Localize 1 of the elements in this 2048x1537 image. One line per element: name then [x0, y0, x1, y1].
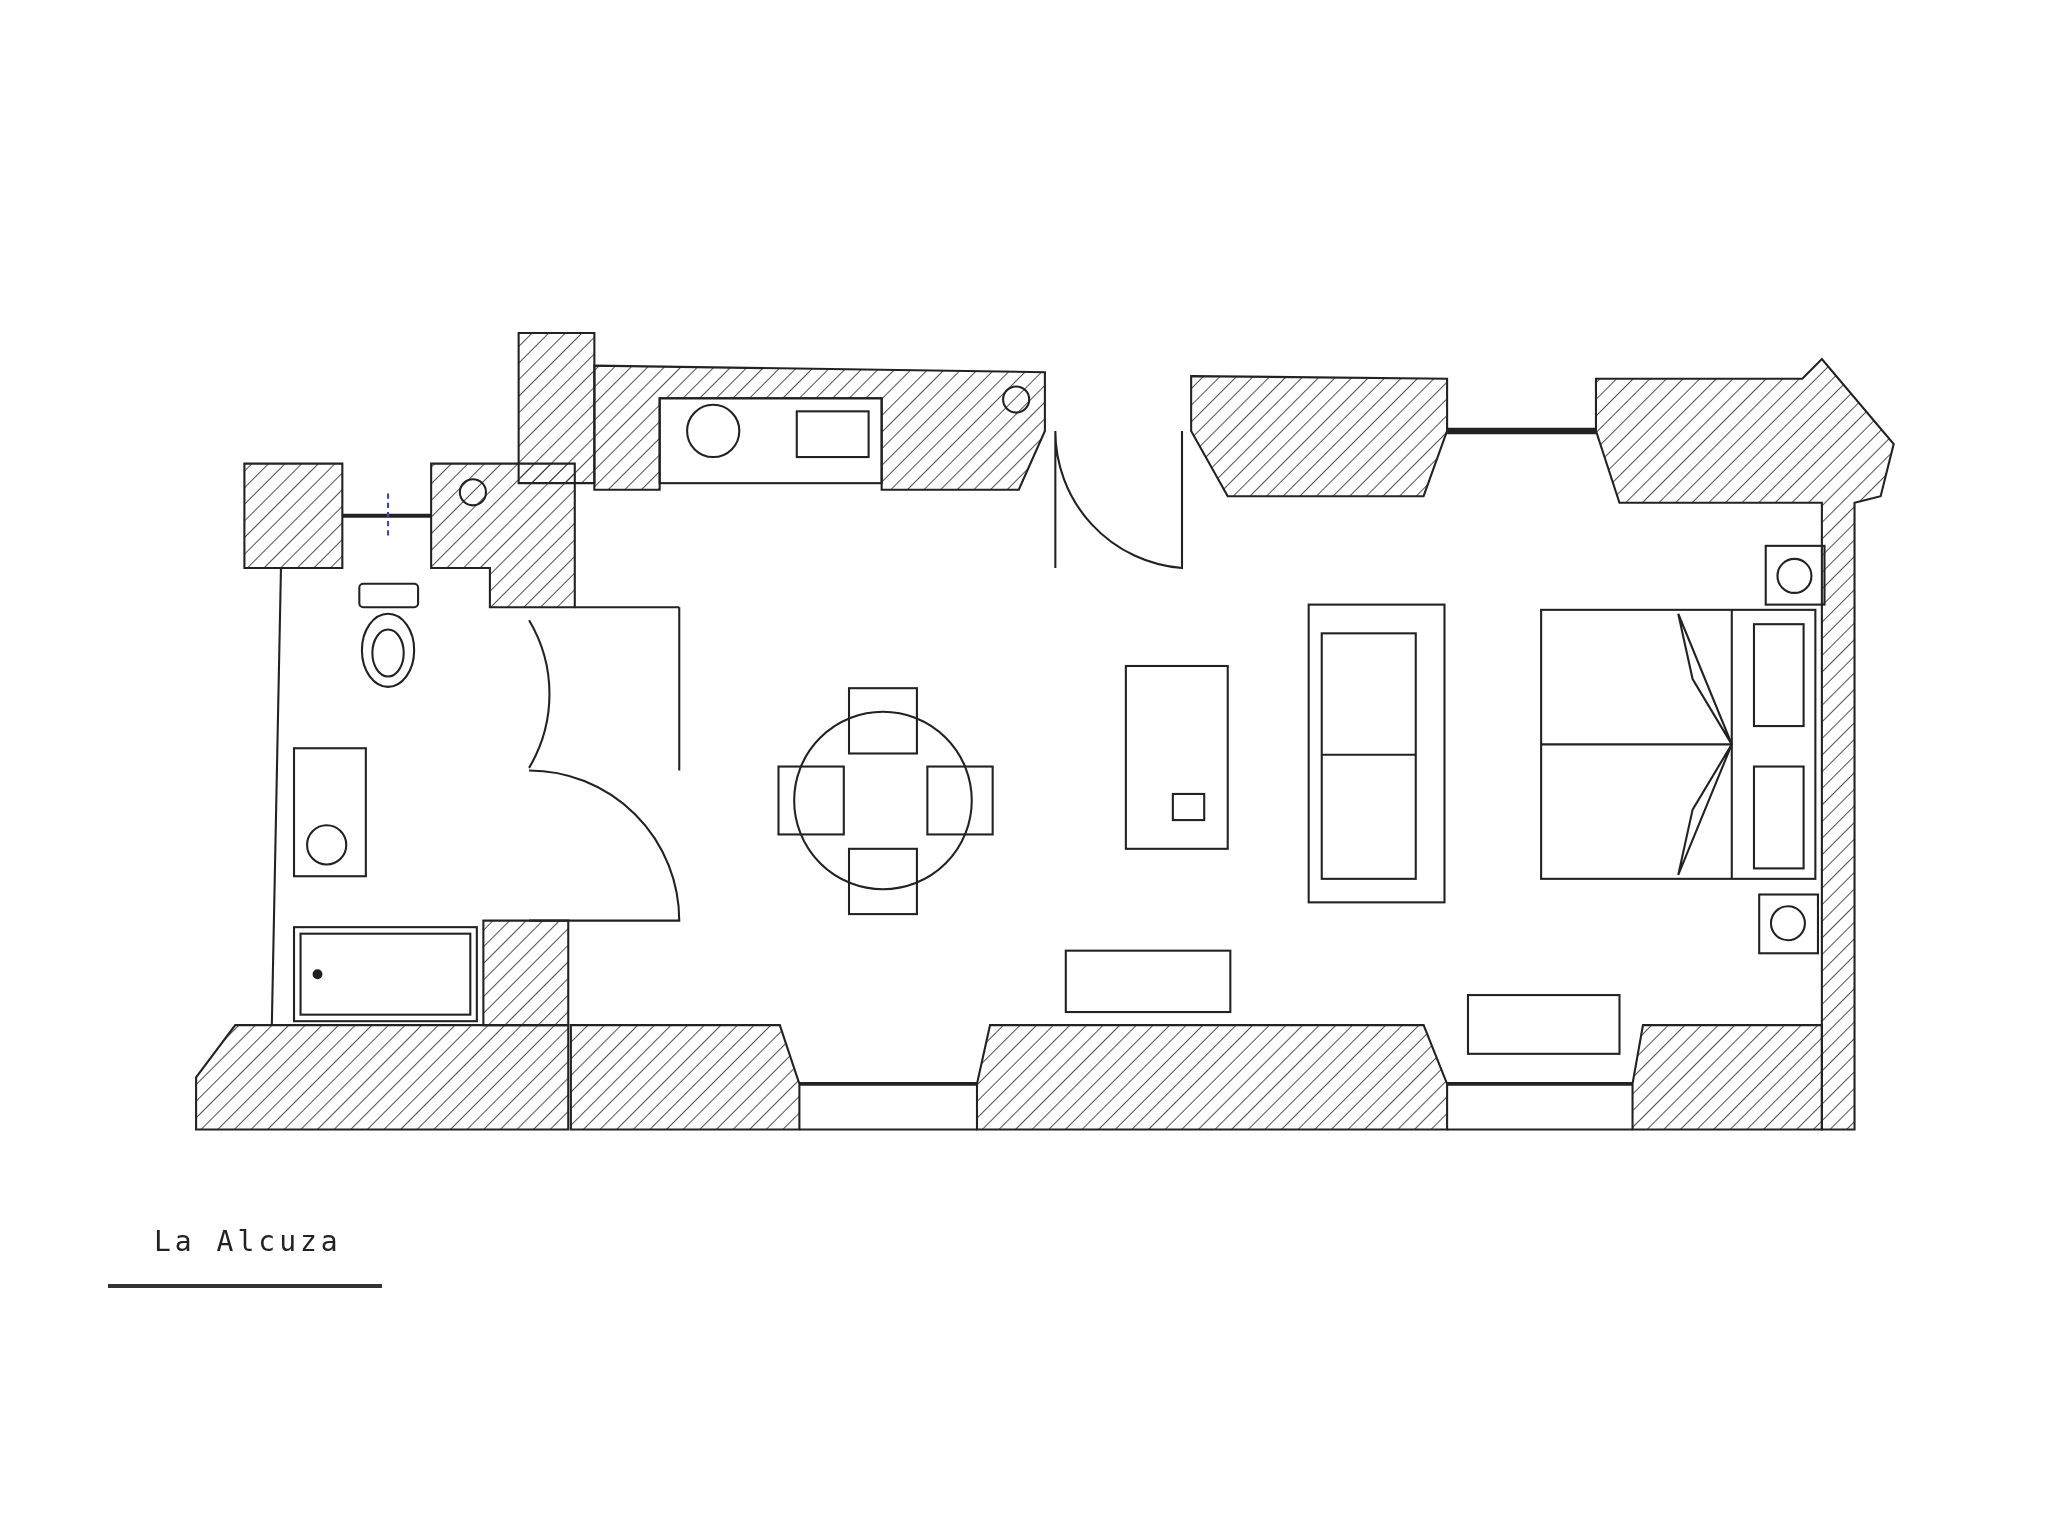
plan-title: La Alcuza	[154, 1225, 342, 1258]
